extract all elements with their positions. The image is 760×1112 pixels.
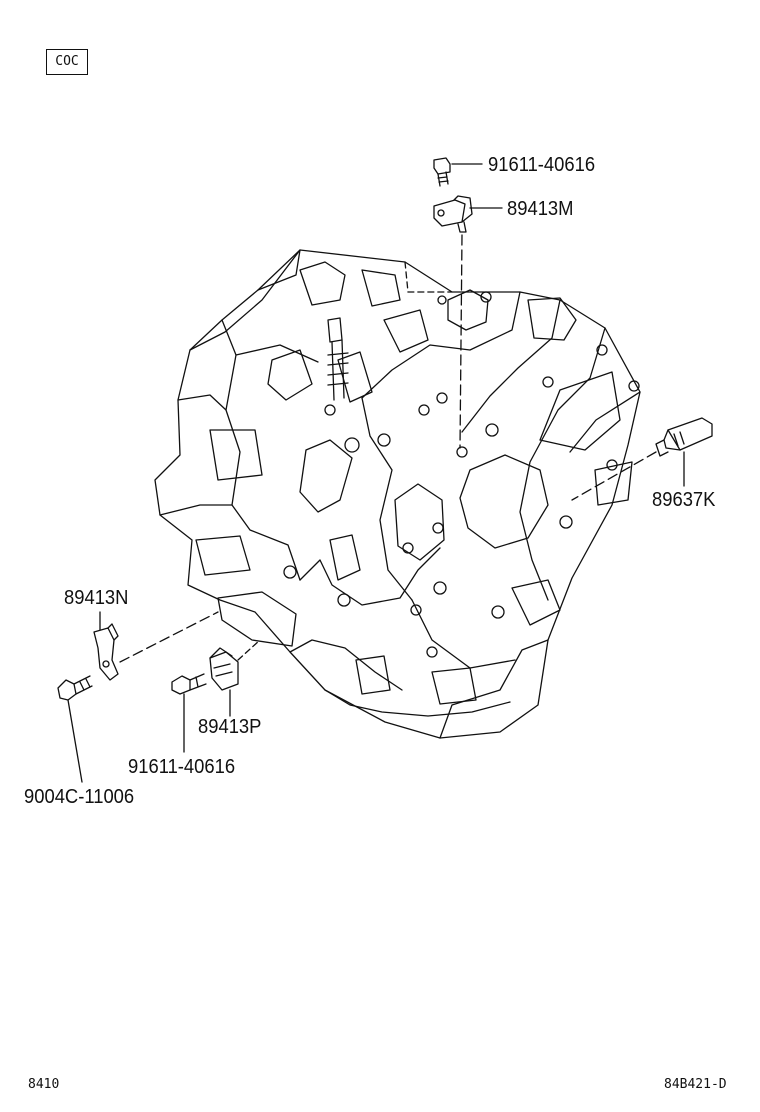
housing-bosses: [283, 291, 640, 658]
section-code: COC: [55, 54, 79, 69]
sensor-mid-icon: [209, 647, 239, 691]
sensor-top-icon: [433, 195, 473, 233]
bolt-mid-icon: [171, 673, 207, 695]
transaxle-housing: [154, 249, 641, 739]
breather-stud: [327, 317, 349, 401]
sensor-left-guide: [119, 611, 219, 663]
bolt-left-leader: [67, 699, 83, 783]
section-code-box: COC: [46, 49, 88, 75]
bolt-top-icon: [433, 157, 451, 187]
part-label-bolt-mid: 91611-40616: [128, 756, 236, 778]
part-label-sensor-mid: 89413P: [198, 716, 262, 738]
part-label-sensor-top: 89413M: [507, 198, 574, 220]
switch-right-icon: [655, 417, 713, 457]
part-label-switch-right: 89637K: [652, 489, 716, 511]
part-label-bolt-left: 9004C-11006: [24, 786, 135, 808]
sensor-left-icon: [93, 623, 119, 681]
sensor-top-guide: [459, 234, 463, 449]
sensor-mid-guide: [237, 639, 261, 661]
switch-right-guide: [571, 451, 657, 501]
part-label-bolt-top: 91611-40616: [488, 154, 596, 176]
footer-page-ref: 8410: [28, 1077, 60, 1092]
part-label-sensor-left: 89413N: [64, 587, 129, 609]
bolt-left-icon: [57, 675, 93, 701]
footer-illustration-id: 84B421-D: [664, 1077, 727, 1092]
